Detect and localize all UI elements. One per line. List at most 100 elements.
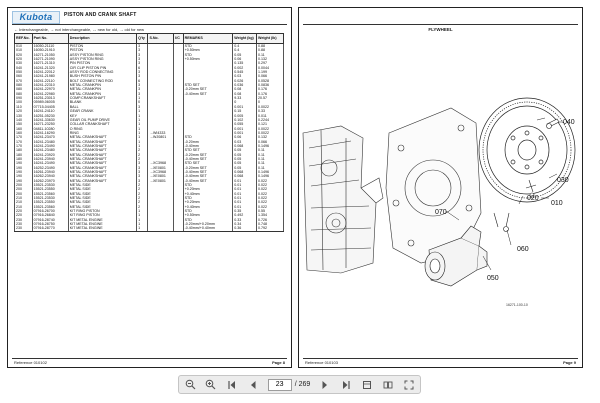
cell-remarks	[182, 117, 234, 123]
cell-remarks	[182, 74, 234, 79]
cell-weight-lb: 0.88	[256, 43, 284, 49]
cell-weight-lb: 0.132	[256, 57, 284, 62]
cell-weight-lb: 0.11	[256, 52, 284, 58]
cell-weight-lb: 0.11	[256, 152, 284, 157]
cell-ic	[173, 126, 184, 131]
last-page-button[interactable]	[340, 379, 352, 391]
cell-ic	[173, 135, 184, 140]
bolts	[493, 118, 560, 232]
cell-ic	[173, 191, 184, 197]
cell-part-no: 16241-16290	[31, 130, 69, 136]
cell-qty: 3	[136, 70, 149, 75]
cell-remarks: STD SET	[182, 83, 234, 88]
cell-part-no: 16271-23250	[31, 122, 69, 127]
cell-part-no: 16241-23940	[31, 156, 69, 162]
cell-remarks: +0.20mm	[182, 200, 234, 205]
cell-qty: 3	[136, 57, 149, 62]
cell-weight-lb: 0.176	[256, 91, 284, 97]
cell-qty: 1	[136, 135, 149, 140]
cell-ic	[173, 91, 184, 97]
cell-weight-lb: 0.0022	[256, 130, 284, 136]
cell-part-no: 16241-22980	[31, 91, 69, 97]
cell-part-no: 16251-05230	[31, 113, 69, 118]
cell-part-no: 07715-04405	[31, 104, 69, 110]
cell-part-no: 15521-23530	[31, 196, 69, 201]
cell-qty: 3	[136, 43, 149, 49]
cell-weight-lb: 0.022	[256, 191, 284, 197]
cell-ic	[173, 122, 184, 127]
cell-weight-lb: 0.748	[256, 222, 284, 227]
fit-page-icon	[363, 380, 372, 389]
cell-remarks	[182, 122, 234, 127]
cell-ic	[173, 196, 184, 201]
cell-part-no: 16241-21980	[31, 74, 69, 79]
cell-qty: 1	[136, 96, 149, 101]
cell-qty: 3	[136, 178, 149, 183]
first-page-button[interactable]	[226, 379, 238, 391]
cell-weight-lb: 0.2244	[256, 117, 284, 123]
cell-part-no: 16241-23480	[31, 148, 69, 153]
cell-part-no: 07916-26700	[31, 209, 69, 214]
cell-qty: 3	[136, 52, 149, 58]
cell-qty: 2	[136, 204, 149, 210]
cell-ic	[173, 48, 184, 53]
cell-remarks	[182, 126, 234, 131]
fullscreen-button[interactable]	[403, 379, 415, 391]
cell-weight-lb: 0.022	[256, 187, 284, 192]
col-ref-no: REF.No.	[14, 33, 33, 44]
footer-reference: Reference 010102	[14, 360, 47, 365]
zoom-in-button[interactable]	[205, 379, 217, 391]
view-mode-button[interactable]	[382, 379, 394, 391]
cell-weight-lb: 0.11	[256, 161, 284, 166]
fit-page-button[interactable]	[361, 379, 373, 391]
cell-remarks: +0.50mm	[182, 213, 234, 218]
cell-weight-lb: 0.55	[256, 209, 284, 214]
col-ic: I/C	[173, 33, 184, 44]
cell-qty: 3	[136, 161, 149, 166]
cell-qty: 2	[136, 148, 149, 153]
cell-ic	[173, 139, 184, 144]
parts-table: REF.No. Part No. Description Q'ty S.No. …	[14, 33, 284, 232]
flywheel-exploded-diagram: 040 010 030 020 070 050 060 16271-100-10	[302, 97, 576, 307]
cell-weight-lb: 0.121	[256, 122, 284, 127]
cell-remarks	[182, 65, 234, 71]
cell-part-no: 07916-28750	[31, 222, 69, 227]
previous-page-button[interactable]	[247, 379, 259, 391]
cell-ic	[173, 87, 184, 92]
cell-qty: 3	[136, 104, 149, 110]
zoom-out-button[interactable]	[184, 379, 196, 391]
cell-weight-lb: 1.199	[256, 70, 284, 75]
page-number-input[interactable]	[267, 378, 292, 391]
col-description: Description	[67, 33, 138, 44]
col-remarks: REMARKS	[182, 33, 234, 44]
next-page-button[interactable]	[319, 379, 331, 391]
cell-ic	[173, 96, 184, 101]
cell-ic	[173, 222, 184, 227]
cell-weight-lb: 0.022	[256, 200, 284, 205]
cell-part-no: 15521-23560	[31, 204, 69, 210]
cell-remarks	[182, 96, 234, 101]
cell-remarks: STD	[182, 183, 234, 188]
cell-weight-lb: 0.0022	[256, 104, 284, 110]
cell-qty: 2	[136, 196, 149, 201]
interchange-legend: ← Interchangeable, → not interchangeable…	[14, 27, 145, 32]
document-page-left: Kubota PISTON AND CRANK SHAFT ← Intercha…	[7, 7, 292, 368]
cell-weight-lb: 0	[256, 100, 284, 105]
cell-remarks: +0.40mm	[182, 191, 234, 197]
page-title: PISTON AND CRANK SHAFT	[64, 12, 137, 18]
